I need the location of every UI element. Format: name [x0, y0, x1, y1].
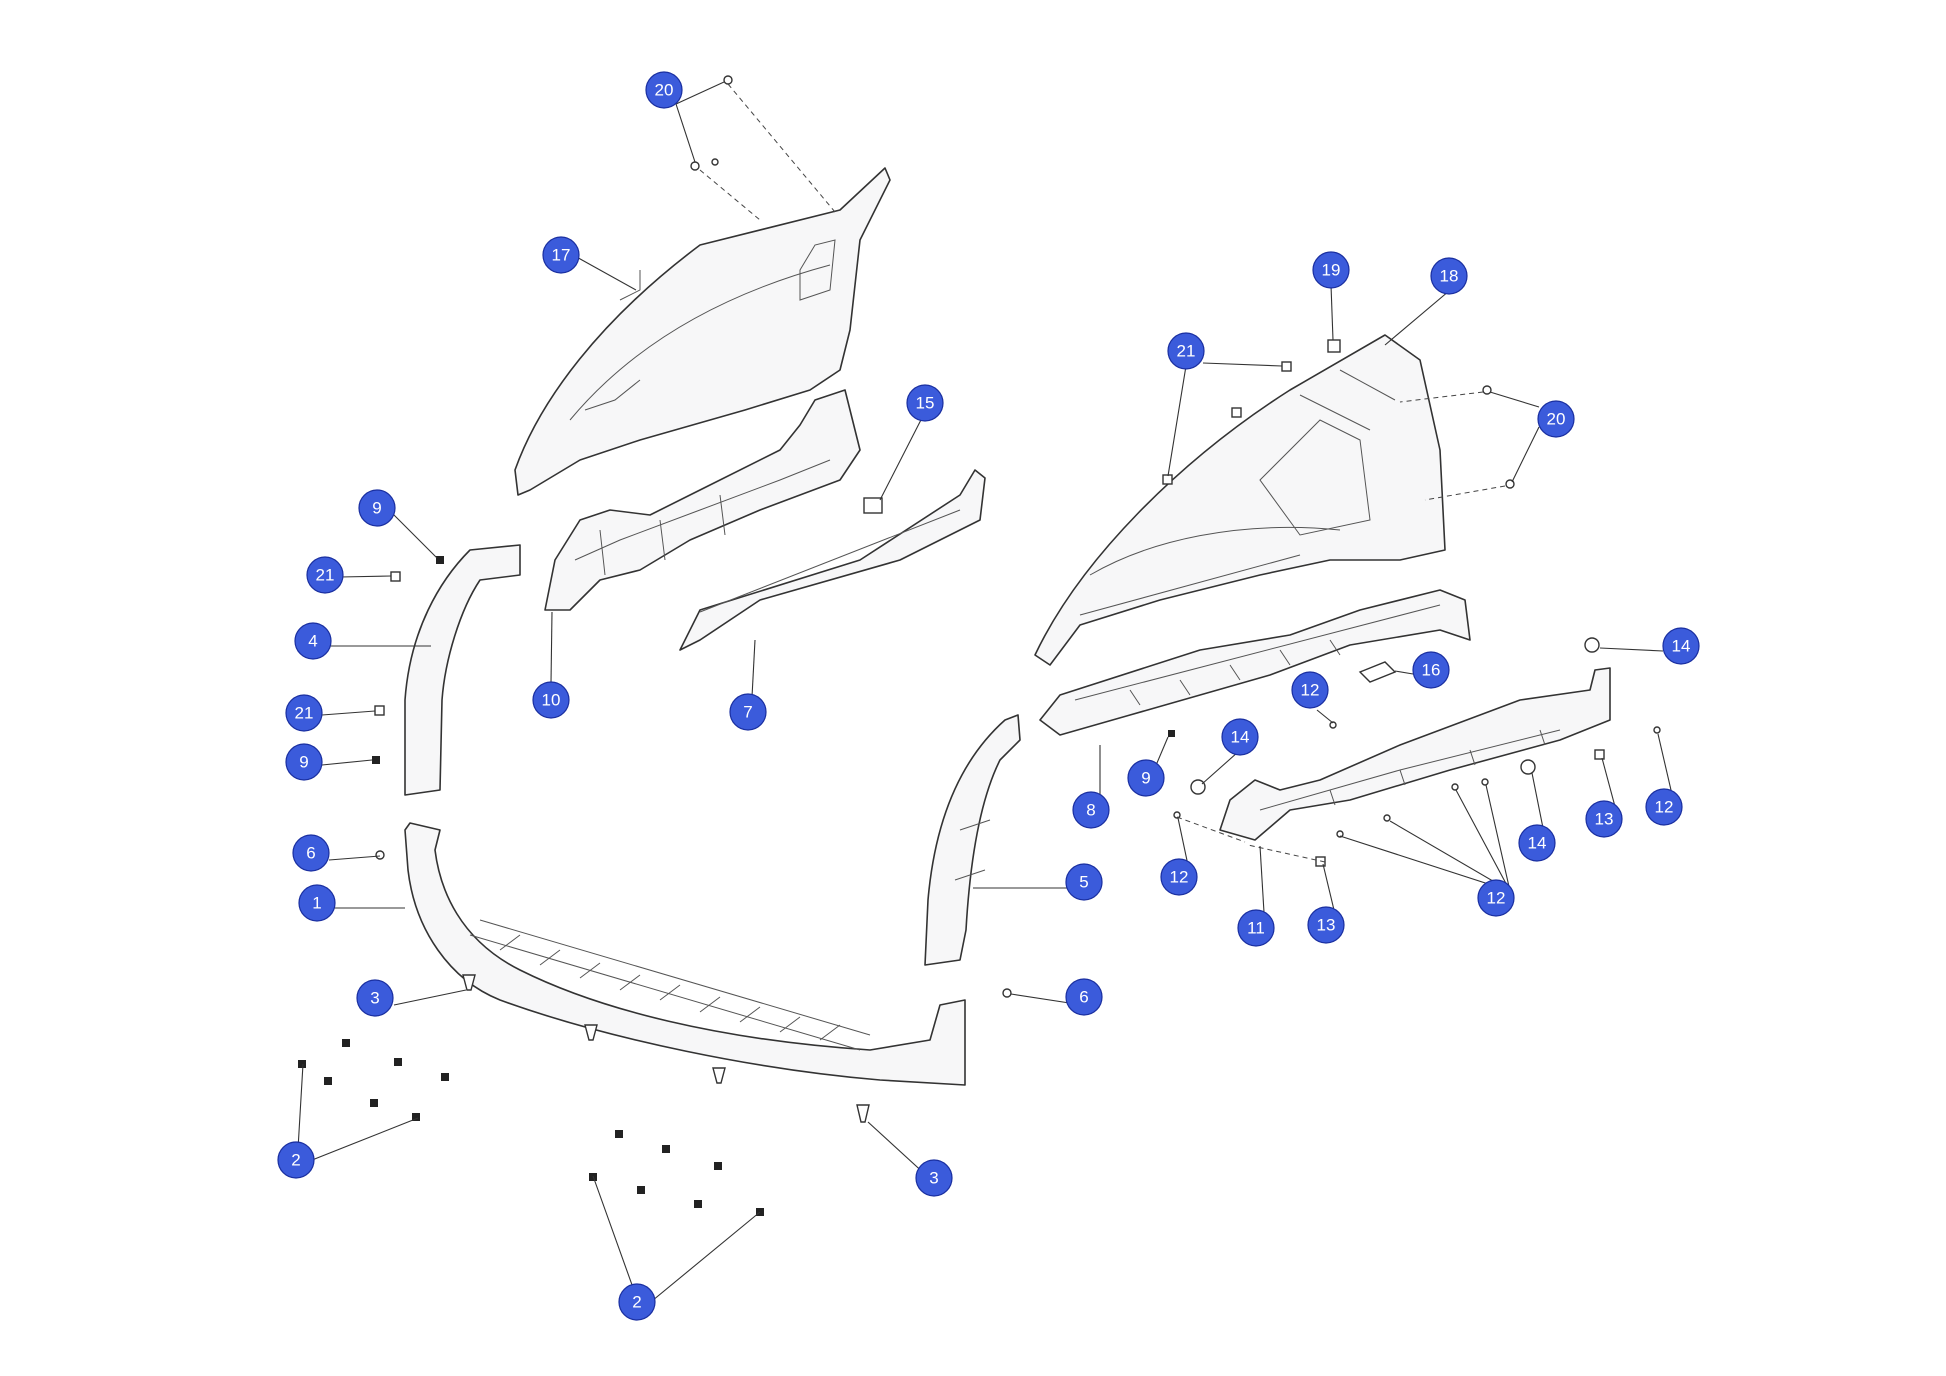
svg-text:11: 11: [1247, 919, 1265, 938]
callout-11: 11: [1237, 909, 1275, 947]
callout-12: 12: [1645, 788, 1683, 826]
callout-21: 21: [1167, 332, 1205, 370]
callout-12: 12: [1477, 879, 1515, 917]
svg-text:3: 3: [929, 1169, 938, 1188]
svg-text:12: 12: [1170, 868, 1189, 887]
leader-lines: [296, 81, 1675, 1311]
callout-3: 3: [356, 979, 394, 1017]
callout-21: 21: [306, 556, 344, 594]
svg-text:14: 14: [1231, 728, 1250, 747]
svg-text:3: 3: [370, 989, 379, 1008]
callout-9: 9: [1127, 759, 1165, 797]
svg-text:12: 12: [1655, 798, 1674, 817]
callout-2: 2: [277, 1141, 315, 1179]
callout-1: 1: [298, 884, 336, 922]
callout-8: 8: [1072, 791, 1110, 829]
part-5-vertical-trim: [924, 714, 1021, 966]
callout-12: 12: [1160, 858, 1198, 896]
callouts: 20 17 19 18 21 20 15 9 21 4 10 7 21 9 14…: [277, 71, 1700, 1321]
svg-text:21: 21: [316, 566, 335, 585]
callout-20: 20: [1537, 400, 1575, 438]
svg-text:1: 1: [312, 894, 321, 913]
callout-9: 9: [358, 489, 396, 527]
callout-6: 6: [292, 834, 330, 872]
callout-19: 19: [1312, 251, 1350, 289]
callout-15: 15: [906, 384, 944, 422]
svg-text:2: 2: [632, 1293, 641, 1312]
part-4-vertical-trim: [404, 544, 521, 796]
svg-text:10: 10: [542, 691, 561, 710]
callout-3: 3: [915, 1159, 953, 1197]
part-17-pillar-trim: [514, 167, 891, 496]
callout-21: 21: [285, 694, 323, 732]
callout-20: 20: [645, 71, 683, 109]
callout-13: 13: [1307, 906, 1345, 944]
svg-text:8: 8: [1086, 801, 1095, 820]
part-10-bracket: [544, 389, 861, 611]
svg-text:13: 13: [1317, 916, 1336, 935]
svg-text:9: 9: [299, 753, 308, 772]
svg-text:2: 2: [291, 1151, 300, 1170]
svg-text:4: 4: [308, 632, 317, 651]
part-7-sill-strip: [679, 469, 986, 651]
svg-text:17: 17: [552, 246, 571, 265]
svg-text:12: 12: [1487, 889, 1506, 908]
part-11-bracket: [1219, 667, 1611, 841]
svg-text:20: 20: [655, 81, 674, 100]
callout-14: 14: [1662, 627, 1700, 665]
svg-text:6: 6: [1079, 988, 1088, 1007]
svg-text:9: 9: [1141, 769, 1150, 788]
svg-text:7: 7: [743, 703, 752, 722]
part-8-sill-strip: [1039, 589, 1471, 736]
part-1-bumper-sill: [404, 822, 966, 1086]
callout-7: 7: [729, 693, 767, 731]
callout-10: 10: [532, 681, 570, 719]
callout-17: 17: [542, 236, 580, 274]
svg-text:21: 21: [1177, 342, 1196, 361]
assembly-lines: [699, 83, 1506, 863]
svg-text:12: 12: [1301, 681, 1320, 700]
callout-9: 9: [285, 743, 323, 781]
callout-14: 14: [1221, 718, 1259, 756]
svg-text:6: 6: [306, 844, 315, 863]
callout-4: 4: [294, 622, 332, 660]
callout-18: 18: [1430, 257, 1468, 295]
svg-text:15: 15: [916, 394, 935, 413]
svg-text:5: 5: [1079, 873, 1088, 892]
callout-16: 16: [1412, 651, 1450, 689]
callout-5: 5: [1065, 863, 1103, 901]
callout-6: 6: [1065, 978, 1103, 1016]
fasteners: [298, 75, 1661, 1216]
svg-text:14: 14: [1672, 637, 1691, 656]
svg-text:14: 14: [1528, 834, 1547, 853]
svg-text:9: 9: [372, 499, 381, 518]
svg-text:21: 21: [295, 704, 314, 723]
part-18-pillar-trim: [1034, 334, 1446, 666]
svg-text:18: 18: [1440, 267, 1459, 286]
callout-13: 13: [1585, 800, 1623, 838]
callout-2: 2: [618, 1283, 656, 1321]
svg-text:13: 13: [1595, 810, 1614, 829]
callout-12: 12: [1291, 671, 1329, 709]
svg-text:19: 19: [1322, 261, 1341, 280]
svg-text:16: 16: [1422, 661, 1441, 680]
callout-14: 14: [1518, 824, 1556, 862]
svg-text:20: 20: [1547, 410, 1566, 429]
